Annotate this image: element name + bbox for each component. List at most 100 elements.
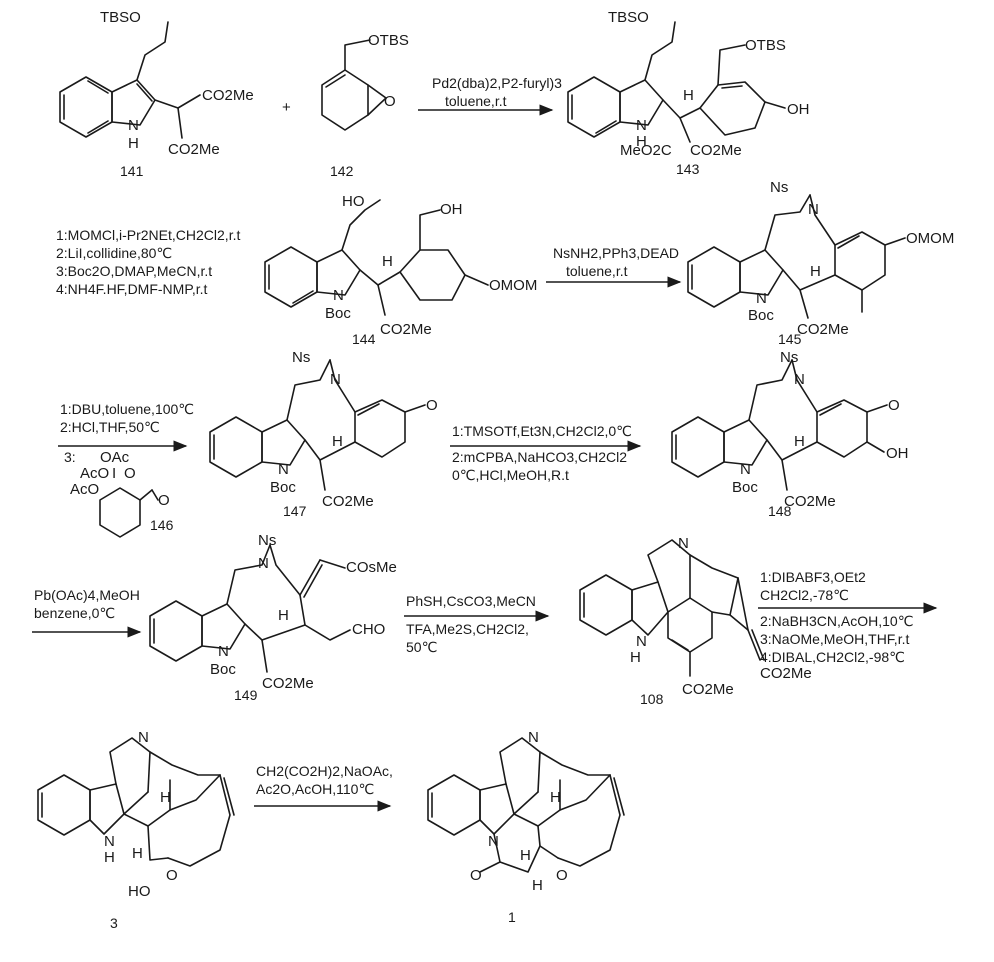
label-ester-2: CO2Me xyxy=(690,142,742,159)
condition-line: PhSH,CsCO3,MeCN xyxy=(406,593,536,609)
label-n-indoline: N xyxy=(636,633,647,650)
label-ns: Ns xyxy=(258,532,276,549)
label-ether-o: O xyxy=(556,867,568,884)
label-lactam-o: O xyxy=(470,867,482,884)
label-oh: OH xyxy=(787,101,810,118)
label-boc: Boc xyxy=(210,661,236,678)
label-boc: Boc xyxy=(732,479,758,496)
label-boc: Boc xyxy=(325,305,351,322)
condition-line: 1:DBU,toluene,100℃ xyxy=(60,401,194,417)
compound-number: 141 xyxy=(120,163,144,179)
label-ho: HO xyxy=(342,193,365,210)
label-cho: CHO xyxy=(352,621,385,638)
label-tbso: TBSO xyxy=(100,9,141,26)
label-h: H xyxy=(382,253,393,270)
label-h: H xyxy=(794,433,805,450)
reaction-arrow-9: CH2(CO2H)2,NaOAc, Ac2O,AcOH,110℃ xyxy=(254,763,393,812)
label-n-lactam: N xyxy=(488,833,499,850)
reaction-arrow-4: 1:DBU,toluene,100℃ 2:HCl,THF,50℃ xyxy=(58,401,194,452)
reaction-arrow-5: 1:TMSOTf,Et3N,CH2Cl2,0℃ 2:mCPBA,NaHCO3,C… xyxy=(450,423,642,483)
label-carbonyl-o: O xyxy=(158,492,170,509)
compound-145: Ns N OMOM H N Boc CO2Me 145 xyxy=(687,179,954,347)
condition-line: 0℃,HCl,MeOH,R.t xyxy=(452,467,569,483)
label-ester-2: CO2Me xyxy=(168,141,220,158)
label-ns: Ns xyxy=(292,349,310,366)
label-n: N xyxy=(330,371,341,388)
reaction-arrow-3: NsNH2,PPh3,DEAD toluene,r.t xyxy=(546,245,682,288)
label-h-2: H xyxy=(132,845,143,862)
label-otbs: OTBS xyxy=(745,37,786,54)
label-ns: Ns xyxy=(780,349,798,366)
label-ester: CO2Me xyxy=(262,675,314,692)
condition-line: Pd2(dba)2,P2-furyl)3 xyxy=(432,75,562,91)
label-ester: CO2Me xyxy=(784,493,836,510)
label-h: H xyxy=(630,649,641,666)
condition-line: 1:TMSOTf,Et3N,CH2Cl2,0℃ xyxy=(452,423,632,439)
label-ester-1: CO2Me xyxy=(202,87,254,104)
label-thioester: COsMe xyxy=(346,559,397,576)
reaction-arrow-1: Pd2(dba)2,P2-furyl)3 toluene,r.t xyxy=(418,75,562,116)
label-ns: Ns xyxy=(770,179,788,196)
label-n-bridge: N xyxy=(528,729,539,746)
plus-sign: + xyxy=(282,99,291,116)
label-ester: CO2Me xyxy=(380,321,432,338)
label-n-indoline: N xyxy=(104,833,115,850)
compound-number: 142 xyxy=(330,163,354,179)
compound-number: 147 xyxy=(283,503,307,519)
compound-number: 108 xyxy=(640,691,664,707)
label-n: N xyxy=(808,201,819,218)
compound-146: 3: OAc AcO I O AcO O 146 xyxy=(64,449,174,538)
label-h-3: H xyxy=(532,877,543,894)
label-n: N xyxy=(258,555,269,572)
label-n-bridge: N xyxy=(138,729,149,746)
label-epoxide-o: O xyxy=(384,93,396,110)
label-ester-2: CO2Me xyxy=(760,665,812,682)
label-n: N xyxy=(794,371,805,388)
label-h-2: H xyxy=(520,847,531,864)
label-step: 3: xyxy=(64,449,76,465)
condition-line: benzene,0℃ xyxy=(34,605,115,621)
compound-number: 149 xyxy=(234,687,258,703)
reaction-arrow-8: 1:DIBABF3,OEt2 CH2Cl2,-78℃ 2:NaBH3CN,AcO… xyxy=(758,569,938,665)
compound-number: 144 xyxy=(352,331,376,347)
condition-line: 2:NaBH3CN,AcOH,10℃ xyxy=(760,613,913,629)
label-ester-1: MeO2C xyxy=(620,142,672,159)
condition-line: NsNH2,PPh3,DEAD xyxy=(553,245,679,261)
label-h: H xyxy=(810,263,821,280)
label-oh: OH xyxy=(440,201,463,218)
condition-line: toluene,r.t xyxy=(445,93,507,109)
label-h-1: H xyxy=(550,789,561,806)
compound-149: Ns N COsMe H CHO N Boc CO2Me 149 xyxy=(149,532,397,703)
compound-144: HO OH H N Boc OMOM CO2Me 144 xyxy=(264,193,537,347)
compound-141: TBSO N H CO2Me CO2Me 141 xyxy=(59,9,254,179)
compound-148: Ns N O H OH N Boc CO2Me 148 xyxy=(671,349,909,519)
label-h: H xyxy=(332,433,343,450)
label-boc: Boc xyxy=(270,479,296,496)
compound-108: N N H CO2Me CO2Me 108 xyxy=(579,535,812,707)
condition-line: 1:MOMCl,i-Pr2NEt,CH2Cl2,r.t xyxy=(56,227,240,243)
condition-line: 2:HCl,THF,50℃ xyxy=(60,419,160,435)
condition-line: 2:mCPBA,NaHCO3,CH2Cl2 xyxy=(452,449,627,465)
label-n: N xyxy=(636,117,647,134)
reaction-conditions-2: 1:MOMCl,i-Pr2NEt,CH2Cl2,r.t 2:LiI,collid… xyxy=(56,227,240,297)
compound-143: TBSO OTBS H OH N H MeO2C CO2Me 143 xyxy=(567,9,810,177)
label-omom: OMOM xyxy=(489,277,537,294)
label-nh: H xyxy=(104,849,115,866)
compound-3: N N H H H HO O 3 xyxy=(37,729,235,931)
condition-line: toluene,r.t xyxy=(566,263,628,279)
condition-line: 2:LiI,collidine,80℃ xyxy=(56,245,172,261)
label-ester-1: CO2Me xyxy=(682,681,734,698)
condition-line: Ac2O,AcOH,110℃ xyxy=(256,781,374,797)
condition-line: 4:DIBAL,CH2Cl2,-98℃ xyxy=(760,649,905,665)
label-aco-2: AcO xyxy=(70,481,99,498)
label-h: H xyxy=(128,135,139,152)
label-ring-o: O xyxy=(124,465,136,482)
compound-number: 143 xyxy=(676,161,700,177)
label-n-indole: N xyxy=(218,643,229,660)
label-n-indole: N xyxy=(740,461,751,478)
condition-line: TFA,Me2S,CH2Cl2, xyxy=(406,621,529,637)
condition-line: Pb(OAc)4,MeOH xyxy=(34,587,140,603)
label-aco-1: AcO xyxy=(80,465,109,482)
label-n-indole: N xyxy=(278,461,289,478)
